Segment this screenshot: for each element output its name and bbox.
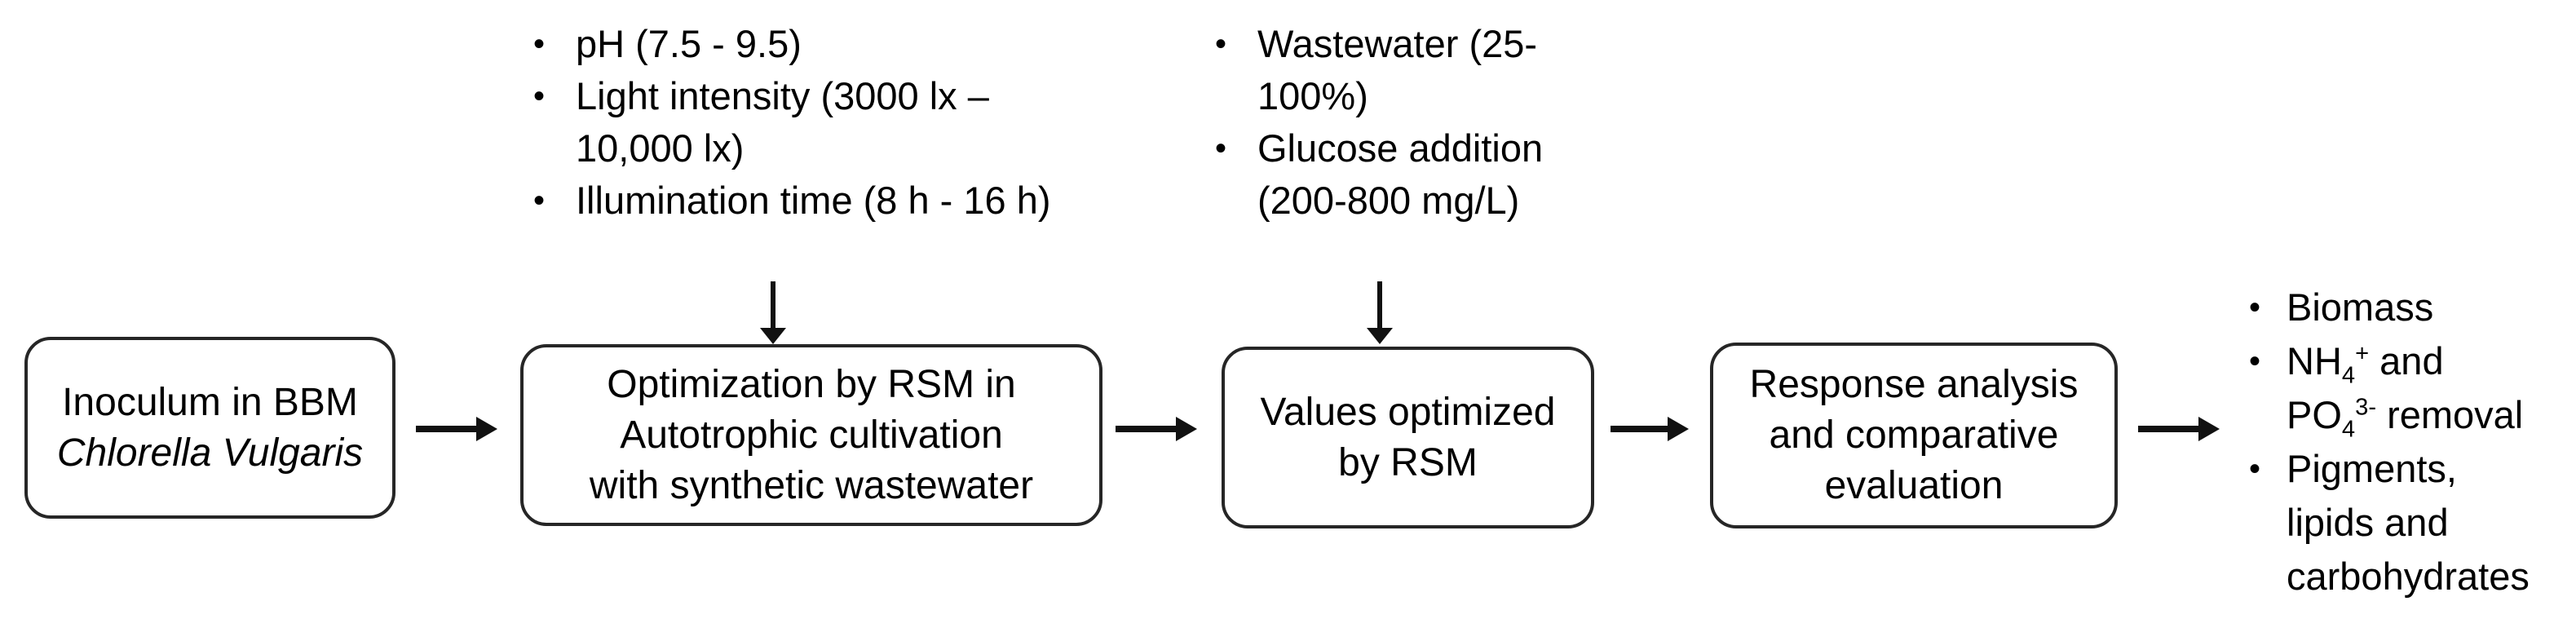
list-item: • Illumination time (8 h - 16 h)	[528, 175, 1051, 227]
box-text-species: Chlorella Vulgaris	[56, 431, 364, 475]
input-list-wastewater-params: • Wastewater (25- 100%) • Glucose additi…	[1210, 18, 1543, 227]
chem-po-superscript: 3-	[2355, 394, 2377, 421]
list-item: • Pigments, lipids and carbohydrates	[2244, 442, 2530, 604]
chem-nh-subscript: 4	[2341, 362, 2356, 389]
list-item-text: Wastewater (25- 100%)	[1257, 22, 1538, 117]
flow-box-inoculum: Inoculum in BBM Chlorella Vulgaris	[24, 337, 395, 519]
arrow-head	[1367, 328, 1393, 344]
box-text: Values optimized by RSM	[1260, 390, 1556, 484]
chem-po-subscript: 4	[2341, 416, 2356, 443]
list-item: • Biomass	[2244, 281, 2530, 334]
arrow-shaft	[416, 426, 478, 432]
list-item-text: Glucose addition (200-800 mg/L)	[1257, 126, 1544, 222]
flow-box-values-optimized: Values optimized by RSM	[1222, 347, 1594, 528]
box-text: Response analysis and comparative evalua…	[1749, 363, 2079, 507]
list-item: • Glucose addition (200-800 mg/L)	[1210, 122, 1543, 227]
arrow-head	[1176, 417, 1197, 441]
arrow-shaft	[1611, 426, 1669, 432]
arrow-shaft	[1377, 281, 1382, 329]
arrow-head	[476, 417, 497, 441]
arrow-right-icon	[416, 414, 497, 444]
list-item-text: Pigments, lipids and carbohydrates	[2287, 447, 2530, 598]
arrow-down-icon	[1366, 281, 1394, 344]
list-item-text: Illumination time (8 h - 16 h)	[576, 179, 1051, 222]
list-item-text: Light intensity (3000 lx – 10,000 lx)	[576, 74, 989, 170]
list-item-text: Biomass	[2287, 285, 2434, 329]
list-item-text: pH (7.5 - 9.5)	[576, 22, 802, 65]
chem-nh: NH	[2287, 339, 2342, 382]
bullet-icon: •	[2249, 290, 2261, 325]
chem-nh-superscript: +	[2355, 340, 2370, 367]
list-item: • pH (7.5 - 9.5)	[528, 18, 1051, 70]
list-item: • Light intensity (3000 lx – 10,000 lx)	[528, 70, 1051, 175]
bullet-icon: •	[2249, 451, 2261, 487]
chem-removal: removal	[2376, 393, 2524, 436]
box-text-line: Inoculum in BBM	[62, 380, 358, 424]
chem-po: PO	[2287, 393, 2342, 436]
arrow-shaft	[2138, 426, 2200, 432]
arrow-head	[760, 328, 786, 344]
arrow-down-icon	[759, 281, 787, 344]
chem-and: and	[2369, 339, 2444, 382]
bullet-icon: •	[1215, 26, 1227, 62]
arrow-shaft	[771, 281, 775, 329]
box-text: Optimization by RSM in Autotrophic culti…	[589, 362, 1034, 507]
list-item: • Wastewater (25- 100%)	[1210, 18, 1543, 122]
bullet-icon: •	[1215, 130, 1227, 166]
input-list-cultivation-params: • pH (7.5 - 9.5) • Light intensity (3000…	[528, 18, 1051, 227]
bullet-icon: •	[533, 183, 546, 219]
arrow-head	[1668, 417, 1689, 441]
bullet-icon: •	[2249, 343, 2261, 379]
flow-box-optimization: Optimization by RSM in Autotrophic culti…	[520, 344, 1102, 526]
arrow-right-icon	[2138, 414, 2220, 444]
arrow-right-icon	[1611, 414, 1689, 444]
arrow-right-icon	[1116, 414, 1197, 444]
bullet-icon: •	[533, 26, 546, 62]
bullet-icon: •	[533, 78, 546, 114]
arrow-shaft	[1116, 426, 1178, 432]
flow-box-response-analysis: Response analysis and comparative evalua…	[1710, 343, 2118, 528]
arrow-head	[2198, 417, 2220, 441]
